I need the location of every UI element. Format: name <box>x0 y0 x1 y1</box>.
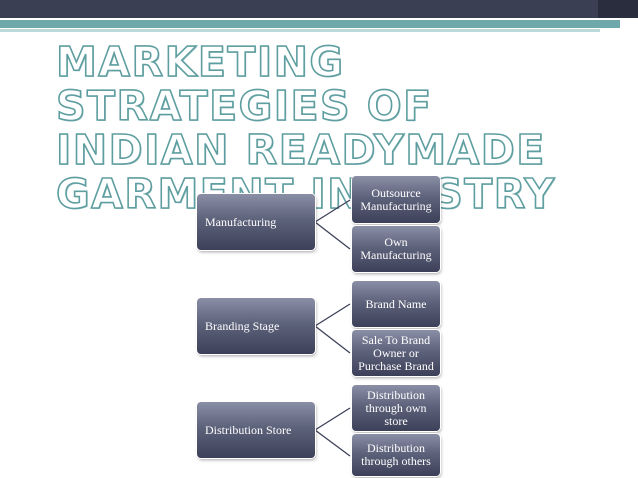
top-bar-accent <box>598 0 638 18</box>
connector-distribution-others <box>314 429 351 457</box>
node-distribution-store: Distribution Store <box>197 402 315 458</box>
connector-manufacturing-outsource <box>314 199 351 223</box>
node-branding-stage: Branding Stage <box>197 298 315 354</box>
node-outsource-manufacturing: Outsource Manufacturing <box>352 176 440 223</box>
light-stripe <box>0 29 600 32</box>
connector-branding-brandname <box>314 303 351 327</box>
connector-manufacturing-own <box>314 221 351 250</box>
node-distribution-own-store: Distribution through own store <box>352 385 440 431</box>
node-sale-to-brand-owner: Sale To Brand Owner or Purchase Brand <box>352 330 440 376</box>
node-own-manufacturing: Own Manufacturing <box>352 226 440 272</box>
node-manufacturing: Manufacturing <box>197 194 315 250</box>
connector-branding-sale <box>314 325 351 354</box>
node-brand-name: Brand Name <box>352 281 440 327</box>
node-distribution-others: Distribution through others <box>352 434 440 476</box>
top-bar <box>0 0 638 18</box>
connector-distribution-own <box>314 407 351 431</box>
teal-stripe <box>0 20 620 28</box>
